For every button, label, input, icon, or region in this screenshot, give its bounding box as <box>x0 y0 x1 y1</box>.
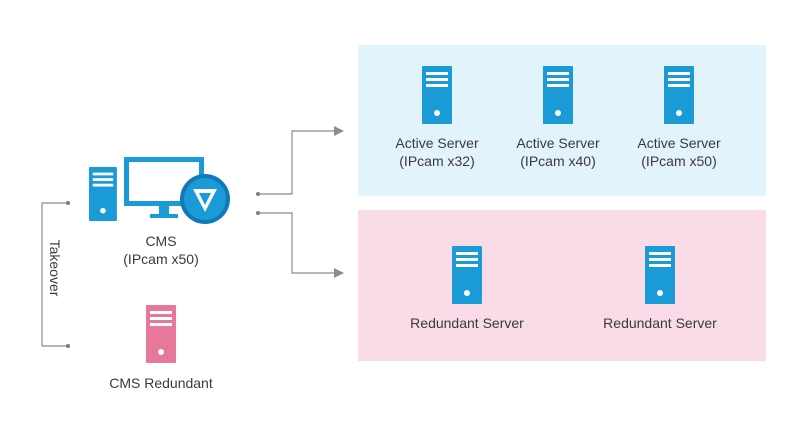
cms-capacity: (IPcam x50) <box>123 251 198 267</box>
active-server-name: Active Server <box>637 135 721 151</box>
server-icon <box>422 66 452 124</box>
active-server-capacity: (IPcam x50) <box>641 153 716 169</box>
connector-to-active <box>256 126 344 196</box>
cms-workstation: CMS (IPcam x50) <box>89 157 230 267</box>
active-server-name: Active Server <box>395 135 479 151</box>
connector-to-redundant <box>256 211 344 278</box>
redundant-server-name: Redundant Server <box>603 315 717 331</box>
active-server-3: Active Server (IPcam x50) <box>637 66 721 169</box>
takeover-label: Takeover <box>47 240 63 297</box>
redundant-server-2: Redundant Server <box>603 246 717 331</box>
active-server-2: Active Server (IPcam x40) <box>516 66 600 169</box>
computer-tower-icon <box>89 167 117 221</box>
cms-logo-icon <box>180 174 230 224</box>
redundant-servers-panel <box>358 210 766 361</box>
server-icon <box>146 305 176 363</box>
active-server-name: Active Server <box>516 135 600 151</box>
server-icon <box>645 246 675 304</box>
redundant-server-name: Redundant Server <box>410 315 524 331</box>
cms-name: CMS <box>145 233 176 249</box>
connector-dot <box>66 344 70 348</box>
takeover-bracket: Takeover <box>41 201 70 348</box>
arrow-head <box>334 268 344 278</box>
connector-dot <box>66 201 70 205</box>
active-server-capacity: (IPcam x40) <box>520 153 595 169</box>
server-icon <box>664 66 694 124</box>
cms-redundant-label: CMS Redundant <box>109 375 213 391</box>
active-server-1: Active Server (IPcam x32) <box>395 66 479 169</box>
server-icon <box>543 66 573 124</box>
server-icon <box>452 246 482 304</box>
arrow-head <box>334 126 344 136</box>
cms-redundant: CMS Redundant <box>109 305 213 391</box>
redundant-server-1: Redundant Server <box>410 246 524 331</box>
active-server-capacity: (IPcam x32) <box>399 153 474 169</box>
